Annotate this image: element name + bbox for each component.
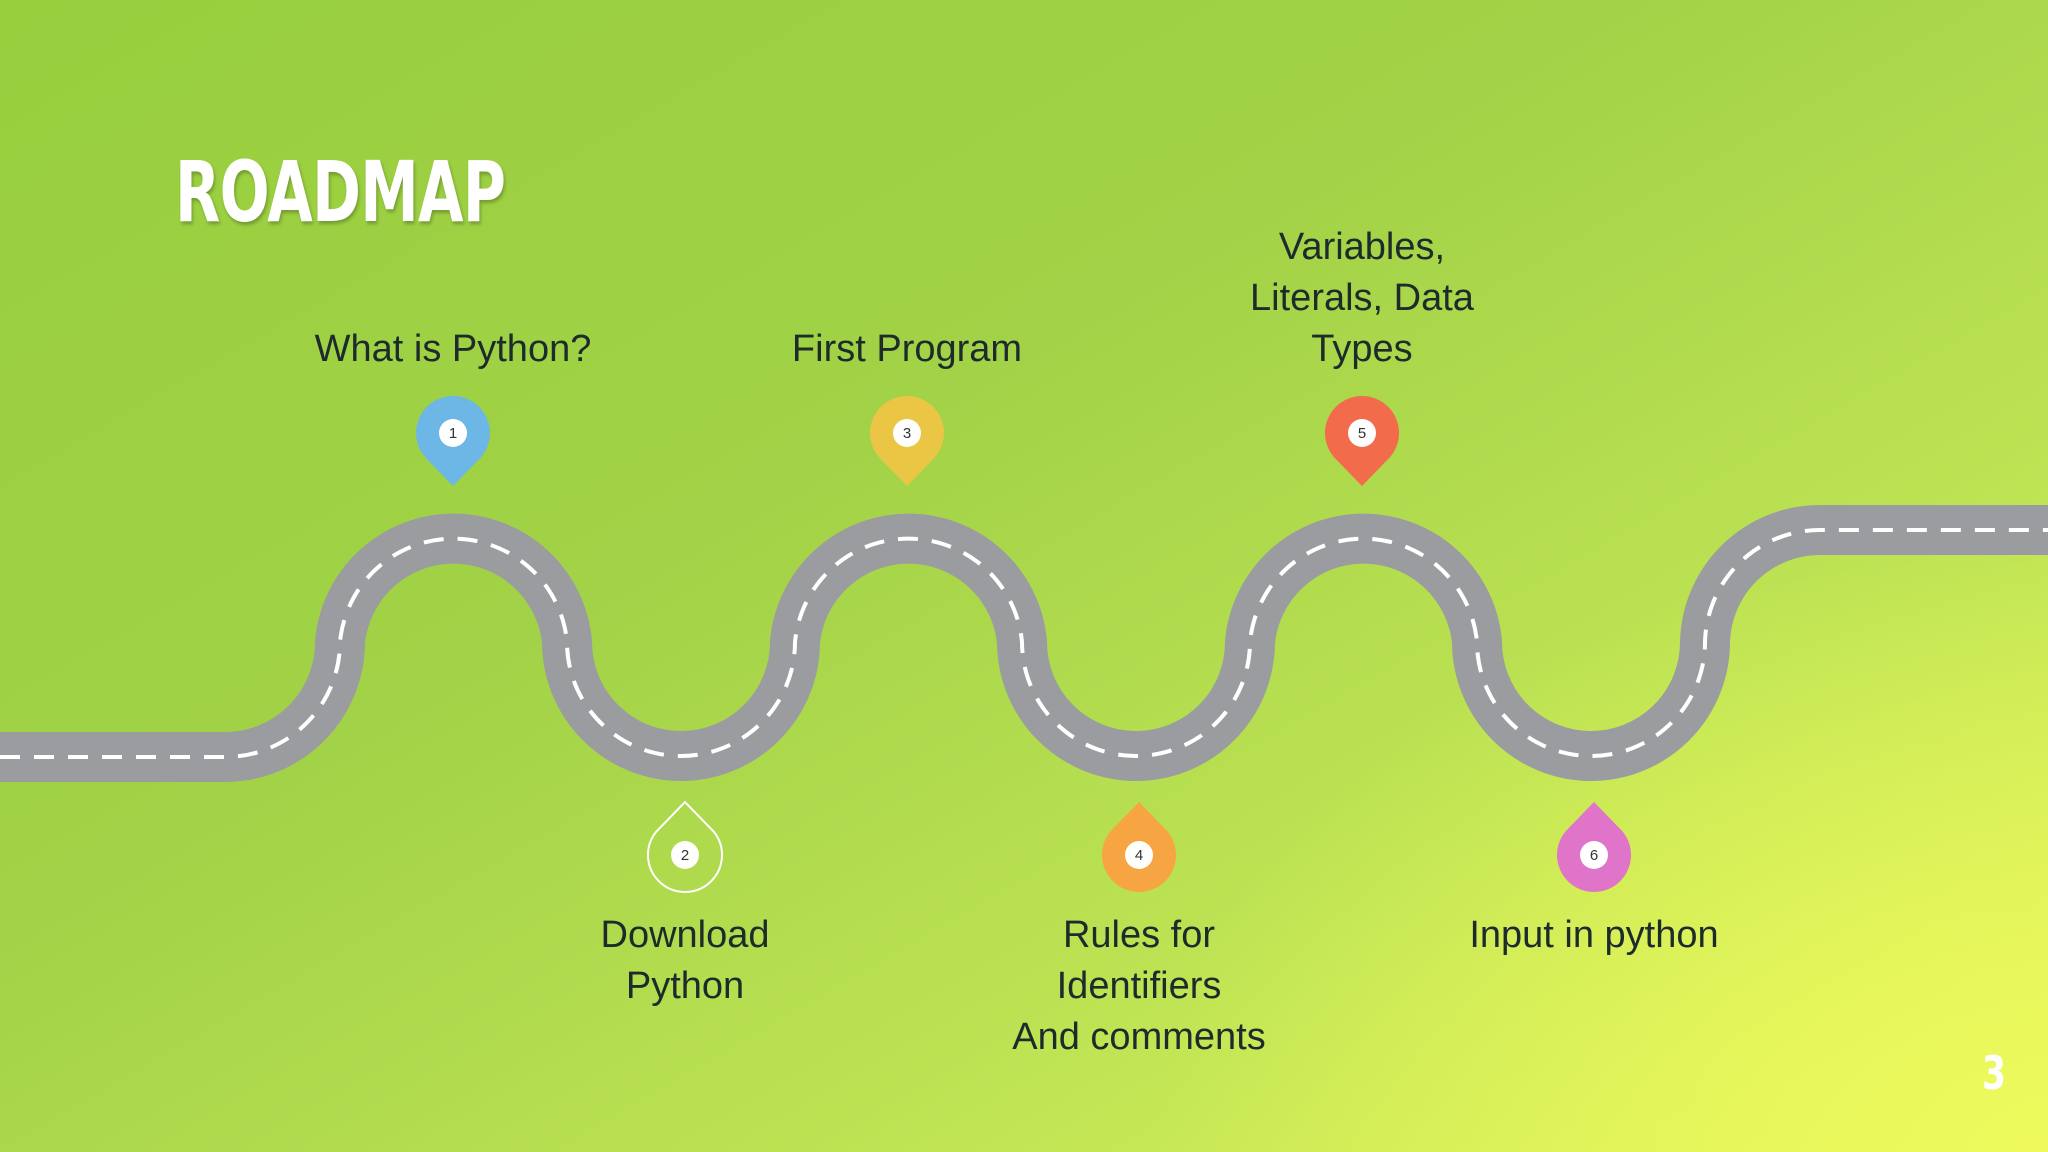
pin-number: 4: [1135, 847, 1143, 864]
milestone-label-3: First Program: [791, 328, 1023, 370]
slide-title: ROADMAP: [175, 143, 506, 241]
pin-number-badge: [1125, 841, 1153, 869]
milestone-pin-6: 6: [1557, 802, 1631, 892]
pin-number: 6: [1590, 847, 1598, 864]
milestone-label-1: What is Python?: [314, 328, 592, 370]
pin-number: 3: [903, 425, 911, 442]
milestone-pin-5: 5: [1325, 396, 1399, 486]
milestone-pin-2: 2: [647, 800, 723, 893]
pin-number: 1: [449, 425, 457, 442]
pin-number-badge: [893, 419, 921, 447]
pin-number-badge: [1580, 841, 1608, 869]
pin-number: 2: [681, 847, 689, 864]
milestone-pin-4: 4: [1102, 802, 1176, 892]
milestone-pin-1: 1: [416, 396, 490, 486]
page-number: 3: [1981, 1046, 2006, 1100]
road-center-line: [0, 528, 2048, 759]
pin-marker-icon: [647, 800, 723, 893]
pin-number-badge: [439, 419, 467, 447]
milestone-label-6: Input in python: [1469, 914, 1719, 956]
pin-number-badge: [1348, 419, 1376, 447]
milestone-label-2: Download Python: [600, 914, 770, 1007]
milestone-label-5: Variables, Literals, Data Types: [1250, 226, 1474, 370]
milestone-label-4: Rules for Identifiers And comments: [1012, 914, 1266, 1058]
milestone-pin-3: 3: [870, 396, 944, 486]
pin-number: 5: [1358, 425, 1366, 442]
pin-number-badge: [671, 841, 699, 869]
